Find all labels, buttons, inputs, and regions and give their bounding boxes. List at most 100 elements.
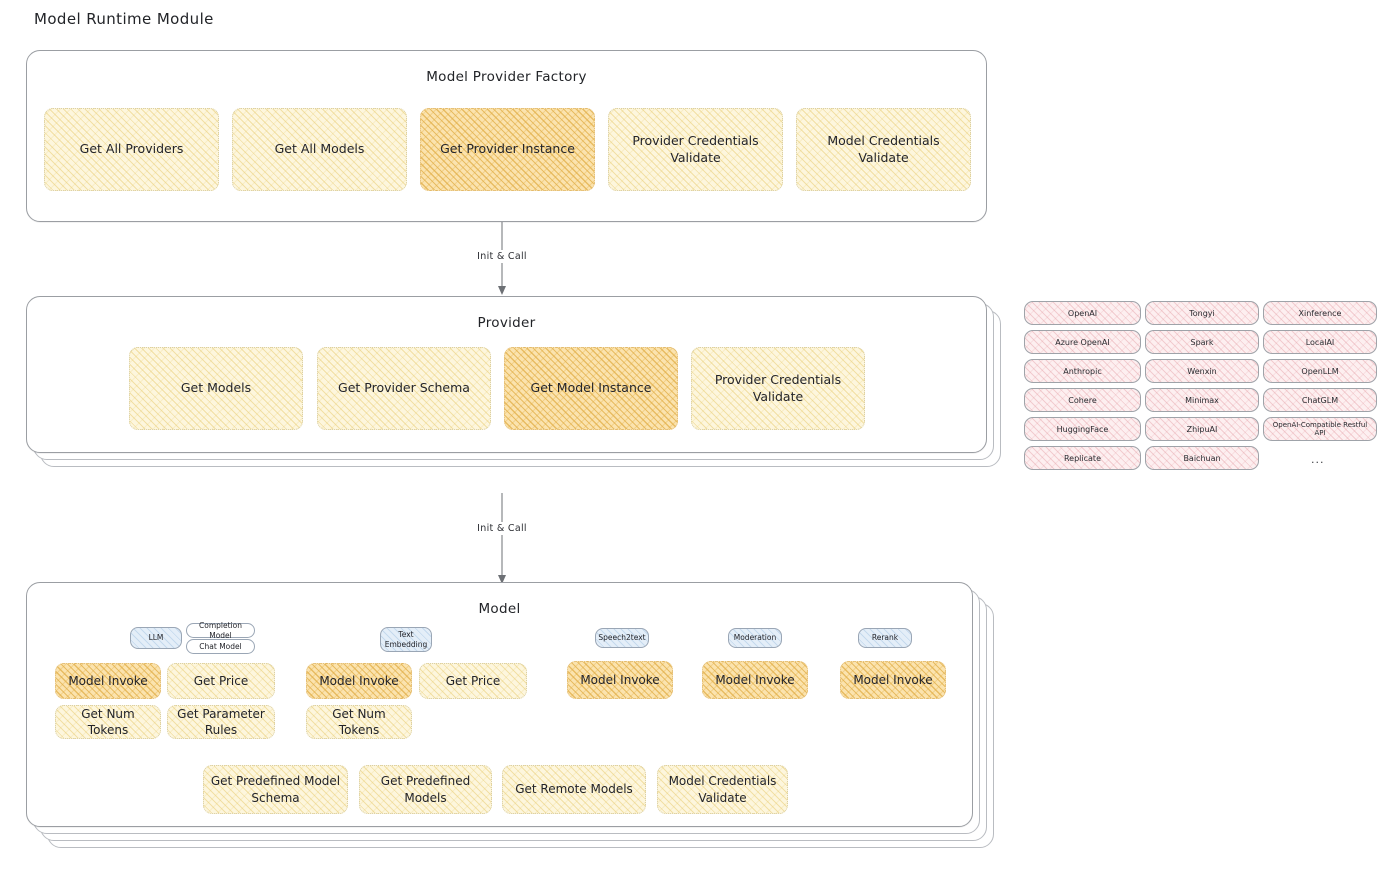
provider-pill-azure-openai[interactable]: Azure OpenAI <box>1024 330 1141 354</box>
page-title: Model Runtime Module <box>34 10 214 28</box>
llm-method-get-num-tokens[interactable]: Get Num Tokens <box>55 705 161 739</box>
model-title: Model <box>478 601 521 617</box>
llm-method-get-parameter-rules[interactable]: Get Parameter Rules <box>167 705 275 739</box>
box-label: Model Invoke <box>68 673 148 688</box>
pill-label: Azure OpenAI <box>1055 337 1110 347</box>
tpill-label: Chat Model <box>199 641 242 651</box>
provider-pill-wenxin[interactable]: Wenxin <box>1145 359 1259 383</box>
provider-pill-tongyi[interactable]: Tongyi <box>1145 301 1259 325</box>
pill-label: Replicate <box>1063 453 1101 463</box>
tpill-label: Text Embedding <box>384 630 428 649</box>
pill-label: Anthropic <box>1063 366 1102 376</box>
model-type-llm-sub-chat-model[interactable]: Chat Model <box>186 639 255 654</box>
factory-box-model-credentials-validate[interactable]: Model Credentials Validate <box>796 108 971 191</box>
pill-label: Wenxin <box>1187 366 1217 376</box>
factory-box-get-all-providers[interactable]: Get All Providers <box>44 108 219 191</box>
box-label: Get Provider Instance <box>440 141 575 157</box>
pill-label: Xinference <box>1298 308 1342 318</box>
rerank-method-model-invoke[interactable]: Model Invoke <box>840 661 946 699</box>
provider-pill-openai-compatible-restful-api[interactable]: OpenAI-Compatible Restful API <box>1263 417 1377 441</box>
pill-label: ChatGLM <box>1301 395 1339 405</box>
pill-label: Baichuan <box>1183 453 1221 463</box>
box-label: Get Remote Models <box>515 782 633 797</box>
model-type-moderation[interactable]: Moderation <box>728 628 782 648</box>
common-method-get-remote-models[interactable]: Get Remote Models <box>502 765 646 814</box>
provider-pill-huggingface[interactable]: HuggingFace <box>1024 417 1141 441</box>
pill-label: Cohere <box>1068 395 1097 405</box>
provider-pill-replicate[interactable]: Replicate <box>1024 446 1141 470</box>
model-type-text-embedding[interactable]: Text Embedding <box>380 627 432 652</box>
tpill-label: Completion Model <box>199 621 242 640</box>
embedding-method-get-price[interactable]: Get Price <box>419 663 527 699</box>
provider-pill-baichuan[interactable]: Baichuan <box>1145 446 1259 470</box>
common-method-get-predefined-model-schema[interactable]: Get Predefined Model Schema <box>203 765 348 814</box>
provider-pill-openai[interactable]: OpenAI <box>1024 301 1141 325</box>
pill-label: Tongyi <box>1189 308 1215 318</box>
model-type-speech2text[interactable]: Speech2text <box>595 628 649 648</box>
box-label: Model Invoke <box>715 672 795 687</box>
provider-box-provider-credentials-validate[interactable]: Provider Credentials Validate <box>691 347 865 430</box>
pill-label: LocalAI <box>1305 337 1335 347</box>
arrow-head-icon <box>498 286 506 295</box>
box-label: Get Predefined Model Schema <box>210 774 341 805</box>
embedding-method-get-num-tokens[interactable]: Get Num Tokens <box>306 705 412 739</box>
box-label: Get All Providers <box>79 141 184 157</box>
pill-label: ZhipuAI <box>1186 424 1218 434</box>
provider-title: Provider <box>477 315 536 331</box>
provider-pill-cohere[interactable]: Cohere <box>1024 388 1141 412</box>
box-label: Get Price <box>193 673 249 688</box>
box-label: Get Predefined Models <box>380 774 471 805</box>
provider-pill-localai[interactable]: LocalAI <box>1263 330 1377 354</box>
provider-pill-anthropic[interactable]: Anthropic <box>1024 359 1141 383</box>
factory-box-get-all-models[interactable]: Get All Models <box>232 108 407 191</box>
box-label: Get Num Tokens <box>81 706 135 737</box>
box-label: Get Parameter Rules <box>177 706 265 737</box>
llm-method-get-price[interactable]: Get Price <box>167 663 275 699</box>
box-label: Model Invoke <box>580 672 660 687</box>
speech2text-method-model-invoke[interactable]: Model Invoke <box>567 661 673 699</box>
provider-pill-openllm[interactable]: OpenLLM <box>1263 359 1377 383</box>
arrow-head-icon <box>498 575 506 584</box>
arrow-factory-to-provider: Init & Call <box>470 222 534 295</box>
box-label: Get Num Tokens <box>332 706 386 737</box>
box-label: Model Invoke <box>853 672 933 687</box>
model-type-rerank[interactable]: Rerank <box>858 628 912 648</box>
model-type-llm-sub-completion-model[interactable]: Completion Model <box>186 621 255 640</box>
provider-pill-spark[interactable]: Spark <box>1145 330 1259 354</box>
provider-pill-zhipuai[interactable]: ZhipuAI <box>1145 417 1259 441</box>
box-label: Provider Credentials Validate <box>632 132 759 165</box>
arrow-line <box>501 493 503 583</box>
tpill-label: Moderation <box>733 633 777 643</box>
pill-label: Minimax <box>1185 395 1219 405</box>
box-label: Get All Models <box>274 141 365 157</box>
llm-method-model-invoke[interactable]: Model Invoke <box>55 663 161 699</box>
factory-title: Model Provider Factory <box>426 69 587 85</box>
box-label: Get Price <box>445 673 501 688</box>
factory-box-provider-credentials-validate[interactable]: Provider Credentials Validate <box>608 108 783 191</box>
factory-box-get-provider-instance[interactable]: Get Provider Instance <box>420 108 595 191</box>
pill-label: OpenLLM <box>1301 366 1339 376</box>
provider-pill-minimax[interactable]: Minimax <box>1145 388 1259 412</box>
pill-label: OpenAI-Compatible Restful API <box>1272 421 1368 437</box>
pill-label: OpenAI <box>1067 308 1098 318</box>
box-label: Provider Credentials Validate <box>714 371 842 404</box>
arrow-label: Init & Call <box>473 522 531 535</box>
box-label: Model Credentials Validate <box>668 774 777 805</box>
common-method-model-credentials-validate[interactable]: Model Credentials Validate <box>657 765 788 814</box>
provider-pill-chatglm[interactable]: ChatGLM <box>1263 388 1377 412</box>
model-type-llm[interactable]: LLM <box>130 627 182 649</box>
arrow-provider-to-model: Init & Call <box>470 493 534 584</box>
provider-box-get-provider-schema[interactable]: Get Provider Schema <box>317 347 491 430</box>
provider-box-get-model-instance[interactable]: Get Model Instance <box>504 347 678 430</box>
common-method-get-predefined-models[interactable]: Get Predefined Models <box>359 765 492 814</box>
arrow-label: Init & Call <box>473 250 531 263</box>
provider-box-get-models[interactable]: Get Models <box>129 347 303 430</box>
model-container: Model <box>26 582 973 827</box>
provider-pill-xinference[interactable]: Xinference <box>1263 301 1377 325</box>
embedding-method-model-invoke[interactable]: Model Invoke <box>306 663 412 699</box>
box-label: Get Models <box>180 380 252 396</box>
box-label: Model Invoke <box>319 673 399 688</box>
tpill-label: Speech2text <box>598 633 646 643</box>
moderation-method-model-invoke[interactable]: Model Invoke <box>702 661 808 699</box>
